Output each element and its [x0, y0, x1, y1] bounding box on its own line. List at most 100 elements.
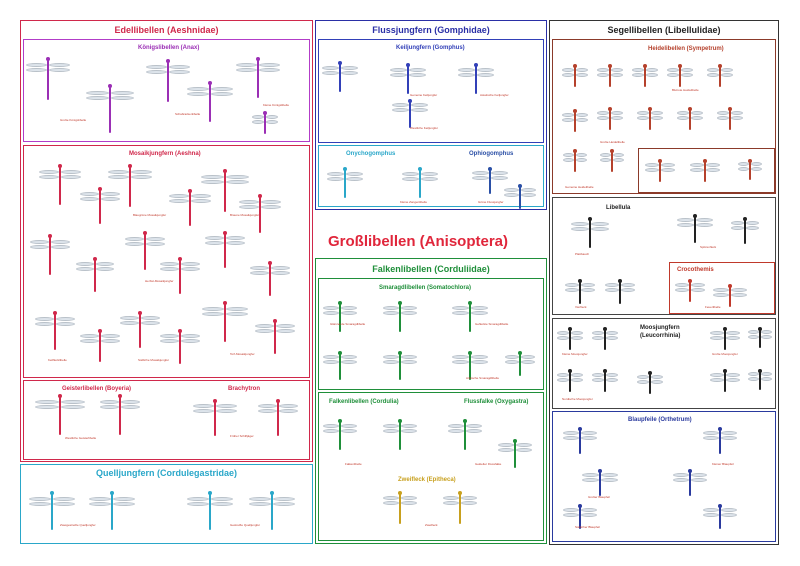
genus-title-anax: Königslibellen (Anax) [138, 45, 200, 51]
dragonfly-wing [421, 176, 438, 181]
dragonfly-head [268, 261, 272, 265]
dragonfly-wing [96, 267, 114, 272]
dragonfly-body [214, 400, 216, 436]
dragonfly-wing [562, 67, 574, 72]
dragonfly-wing [273, 496, 295, 501]
family-libellulidae: Segellibellen (Libellulidae) [549, 20, 779, 545]
dragonfly-wing [562, 112, 574, 117]
dragonfly-body [604, 370, 606, 392]
dragonfly-wing [661, 162, 675, 167]
dragonfly-wing [101, 333, 120, 338]
dragonfly-wing [390, 67, 407, 72]
dragonfly-wing [61, 399, 85, 404]
dragonfly-wing [323, 428, 339, 433]
dragonfly-wing [131, 170, 152, 175]
dragonfly-wing [613, 152, 624, 157]
dragonfly-head [718, 64, 722, 68]
dragonfly-body [574, 110, 576, 132]
dragonfly-specimen [26, 57, 70, 100]
genus-somatochlora-box: Smaragdlibellen (Somatochlora) [318, 278, 544, 390]
dragonfly-wing [61, 174, 81, 179]
dragonfly-specimen [252, 111, 278, 134]
dragonfly-wing [707, 72, 719, 77]
dragonfly-specimen [557, 327, 583, 350]
dragonfly-body [599, 470, 601, 496]
genus-title-cordulia: Falkenlibellen (Cordulia) [329, 399, 399, 405]
dragonfly-specimen [205, 231, 245, 268]
genus-boyeria-brachytron-box: Geisterlibellen (Boyeria) Brachytron [23, 380, 310, 460]
dragonfly-specimen [717, 107, 743, 130]
dragonfly-specimen [448, 419, 482, 450]
dragonfly-wing [466, 423, 482, 428]
dragonfly-wing [706, 167, 720, 172]
dragonfly-wing [581, 431, 597, 436]
dragonfly-wing [259, 67, 280, 72]
dragonfly-wing [738, 162, 749, 167]
family-aeshnidae: Edellibellen (Aeshnidae) [20, 20, 313, 462]
dragonfly-body [724, 370, 726, 392]
family-title-libellulidae: Segellibellen (Libellulidae) [607, 25, 721, 35]
dragonfly-head [748, 159, 752, 163]
dragonfly-wing [100, 399, 119, 404]
dragonfly-body [339, 62, 341, 92]
dragonfly-wing [86, 95, 109, 100]
dragonfly-wing [250, 266, 269, 271]
dragonfly-wing [39, 174, 59, 179]
dragonfly-body [59, 165, 61, 205]
label-ophiogomphus-cecilia: Grüne Flussjungfer [478, 200, 504, 204]
dragonfly-wing [651, 379, 663, 384]
dragonfly-wing [717, 110, 729, 115]
dragonfly-body [469, 302, 471, 332]
dragonfly-wing [273, 501, 295, 506]
dragonfly-head [93, 257, 97, 261]
dragonfly-wing [597, 67, 609, 72]
dragonfly-wing [51, 244, 70, 249]
dragonfly-wing [458, 67, 475, 72]
dragonfly-wing [611, 110, 623, 115]
dragonfly-wing [710, 377, 724, 382]
dragonfly-wing [411, 108, 428, 113]
dragonfly-wing [637, 379, 649, 384]
dragonfly-wing [571, 335, 583, 340]
dragonfly-head [718, 427, 722, 431]
dragonfly-wing [557, 372, 569, 377]
dragonfly-wing [121, 399, 140, 404]
dragonfly-wing [30, 244, 49, 249]
label-gomphus-flavipes: Asiatische Keiljungfer [480, 93, 509, 97]
dragonfly-specimen [100, 394, 140, 435]
dragonfly-body [609, 65, 611, 87]
dragonfly-wing [35, 321, 54, 326]
dragonfly-wing [582, 478, 599, 483]
dragonfly-wing [39, 169, 59, 174]
dragonfly-wing [721, 436, 737, 441]
dragonfly-wing [160, 339, 179, 344]
dragonfly-wing [80, 197, 99, 202]
dragonfly-body [399, 492, 401, 524]
dragonfly-wing [677, 110, 689, 115]
dragonfly-head [608, 107, 612, 111]
dragonfly-body [189, 190, 191, 226]
dragonfly-wing [255, 324, 274, 329]
dragonfly-wing [35, 399, 59, 404]
dragonfly-wing [562, 72, 574, 77]
dragonfly-wing [61, 404, 85, 409]
dragonfly-head [276, 399, 280, 403]
dragonfly-body [224, 232, 226, 268]
dragonfly-specimen [710, 369, 740, 392]
dragonfly-wing [86, 90, 109, 95]
dragonfly-wing [120, 316, 139, 321]
dragonfly-wing [323, 360, 339, 365]
dragonfly-head [513, 439, 517, 443]
dragonfly-wing [748, 377, 759, 382]
dragonfly-body [759, 328, 761, 348]
dragonfly-body [144, 232, 146, 270]
dragonfly-wing [193, 409, 214, 414]
dragonfly-wing [187, 91, 209, 96]
dragonfly-wing [738, 167, 749, 172]
dragonfly-head [468, 301, 472, 305]
dragonfly-specimen [30, 234, 70, 275]
dragonfly-specimen [597, 64, 623, 87]
dragonfly-specimen [731, 217, 759, 244]
dragonfly-wing [181, 339, 200, 344]
dragonfly-body [475, 64, 477, 94]
